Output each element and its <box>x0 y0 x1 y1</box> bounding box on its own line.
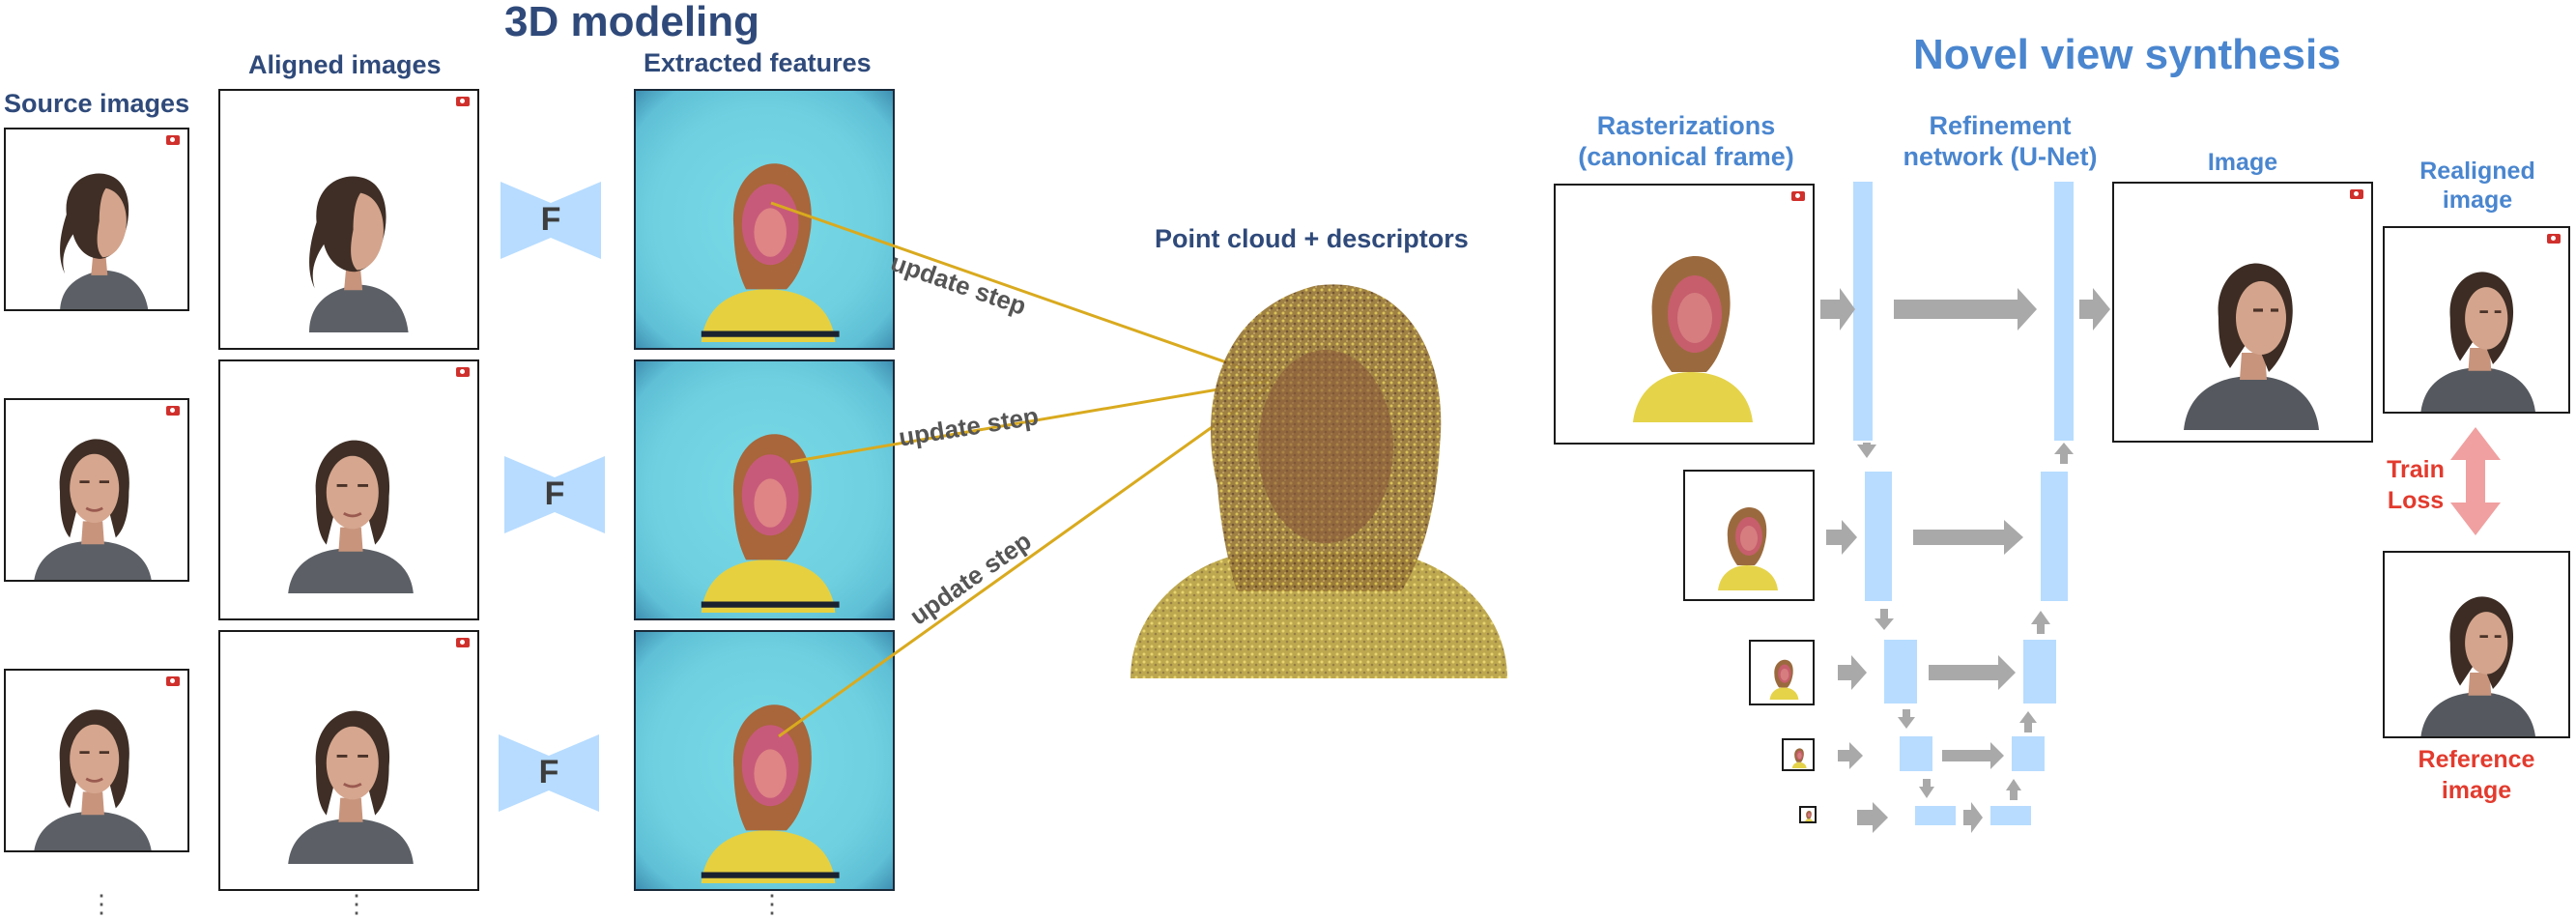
unet-encoder-bar-3 <box>1884 640 1917 704</box>
encoder-label: F <box>538 754 559 790</box>
modeling-title: 3D modeling <box>504 0 760 45</box>
train-loss-label-line1: Train <box>2387 456 2445 483</box>
extracted-features-label: Extracted features <box>644 48 872 77</box>
unet-bottleneck-bar-1 <box>1915 806 1956 825</box>
refinement-label-line1: Refinement <box>1929 111 2072 140</box>
feature-encoder-2: F <box>504 448 605 541</box>
refinement-label: Refinement network (U-Net) <box>1855 110 2145 172</box>
encoder-shape <box>499 734 599 812</box>
unet-encoder-bar-1 <box>1853 182 1873 441</box>
unet-decoder-bar-1 <box>2054 182 2074 441</box>
unet-decoder-bar-4 <box>2012 736 2045 771</box>
output-image <box>2112 182 2373 443</box>
rasterization-level-5 <box>1799 806 1817 823</box>
feature-encoder-1: F <box>501 174 601 267</box>
source-images-label: Source images <box>4 89 190 118</box>
unet-decoder-bar-2 <box>2041 472 2068 601</box>
unet-encoder-bar-2 <box>1865 472 1892 601</box>
reference-label: Reference image <box>2383 744 2570 806</box>
aligned-image-2 <box>218 359 479 620</box>
rasterization-level-4 <box>1782 738 1815 771</box>
point-cloud <box>1131 284 1507 678</box>
refinement-label-line2: network (U-Net) <box>1903 142 2098 171</box>
image-label: Image <box>2207 149 2278 176</box>
reference-image <box>2383 551 2570 738</box>
camera-icon <box>166 676 180 686</box>
encoder-label: F <box>544 475 565 512</box>
rasterization-level-1 <box>1554 184 1815 445</box>
train-loss-label-line2: Loss <box>2387 487 2445 514</box>
train-loss-arrow <box>2450 427 2501 535</box>
reference-label-line2: image <box>2441 777 2512 804</box>
unet-encoder-bar-4 <box>1900 736 1932 771</box>
rasterization-level-2 <box>1683 470 1815 601</box>
camera-icon <box>456 638 470 647</box>
unet-bottleneck-bar-2 <box>1990 806 2031 825</box>
camera-icon <box>2547 234 2561 244</box>
camera-icon <box>166 406 180 416</box>
realigned-label-line1: Realigned <box>2419 158 2535 185</box>
camera-icon <box>166 135 180 145</box>
synthesis-title: Novel view synthesis <box>1913 31 2341 78</box>
camera-icon <box>456 97 470 106</box>
aligned-image-1 <box>218 89 479 350</box>
feature-encoder-3: F <box>499 727 599 819</box>
realigned-label-line2: image <box>2442 187 2513 214</box>
source-image-2 <box>4 398 189 582</box>
realigned-image <box>2383 226 2570 414</box>
realigned-label: Realigned image <box>2383 157 2572 215</box>
encoder-label: F <box>540 201 561 238</box>
train-loss-label: Train Loss <box>2379 454 2452 516</box>
aligned-image-3 <box>218 630 479 891</box>
point-cloud-label: Point cloud + descriptors <box>1155 224 1469 253</box>
camera-icon <box>2350 189 2363 199</box>
rasterizations-label-line2: (canonical frame) <box>1578 142 1794 171</box>
camera-icon <box>1791 191 1805 201</box>
source-image-1 <box>4 128 189 311</box>
feature-map-3 <box>634 630 895 891</box>
feature-map-2 <box>634 359 895 620</box>
encoder-shape <box>504 456 605 533</box>
reference-label-line1: Reference <box>2418 746 2535 773</box>
rasterization-level-3 <box>1749 640 1815 705</box>
unet-decoder-bar-3 <box>2023 640 2056 704</box>
camera-icon <box>456 367 470 377</box>
encoder-shape <box>501 182 601 259</box>
rasterizations-label-line1: Rasterizations <box>1596 111 1776 140</box>
source-image-3 <box>4 669 189 852</box>
rasterizations-label: Rasterizations (canonical frame) <box>1556 110 1817 172</box>
aligned-images-label: Aligned images <box>248 50 442 79</box>
feature-map-1 <box>634 89 895 350</box>
